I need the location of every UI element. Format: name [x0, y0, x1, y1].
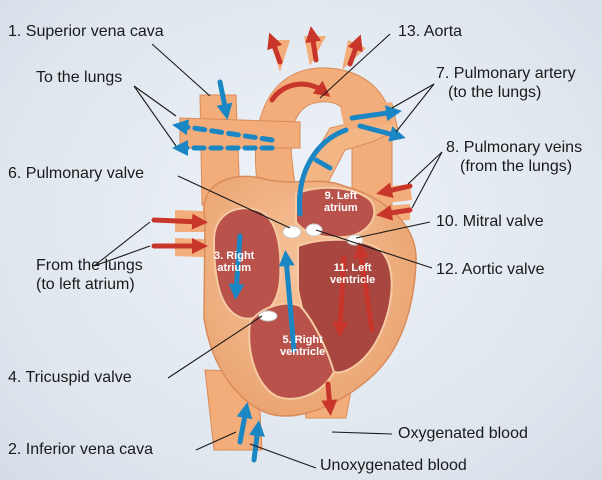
tricuspid-valve-label: 4. Tricuspid valve — [8, 368, 132, 387]
pulmonary-veins-label: 8. Pulmonary veins (from the lungs) — [446, 138, 582, 176]
from-the-lungs-label: From the lungs (to left atrium) — [36, 256, 143, 294]
left-ventricle-label: 11. Left ventricle — [330, 262, 375, 286]
left-atrium-label: 9. Left atrium — [324, 190, 358, 214]
right-atrium-label: 3. Right atrium — [214, 250, 254, 274]
inferior-vena-cava-label: 2. Inferior vena cava — [8, 440, 153, 459]
pulmonary-artery-label: 7. Pulmonary artery (to the lungs) — [436, 64, 576, 102]
superior-vena-cava-label: 1. Superior vena cava — [8, 22, 164, 41]
mitral-valve-label: 10. Mitral valve — [436, 212, 544, 231]
oxygenated-blood-label: Oxygenated blood — [398, 424, 528, 443]
aortic-valve-label: 12. Aortic valve — [436, 260, 545, 279]
to-the-lungs-label: To the lungs — [36, 68, 122, 87]
aorta-label: 13. Aorta — [398, 22, 462, 41]
pulmonary-valve-label: 6. Pulmonary valve — [8, 164, 144, 183]
right-ventricle-label: 5. Right ventricle — [280, 334, 325, 358]
unoxygenated-blood-label: Unoxygenated blood — [320, 456, 467, 475]
